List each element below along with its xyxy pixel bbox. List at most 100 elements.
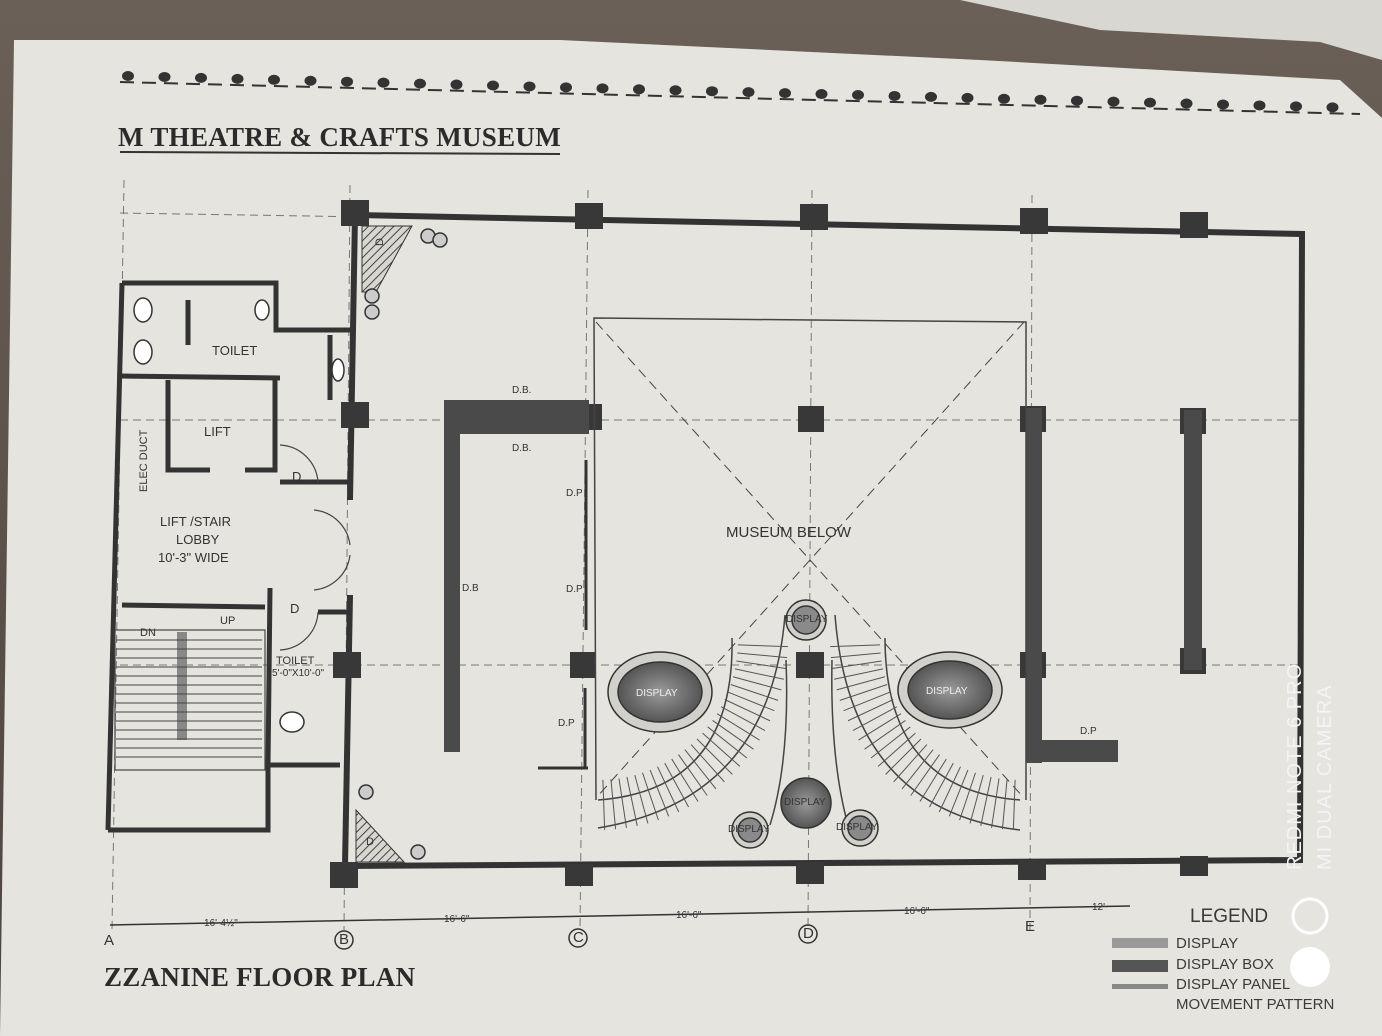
db-label-2: D.B. bbox=[512, 443, 532, 454]
back-sheet bbox=[960, 0, 1382, 60]
border-dot bbox=[669, 85, 682, 96]
ramp-tread bbox=[671, 758, 699, 802]
ramp-tread bbox=[836, 676, 886, 691]
museum-below-label: MUSEUM BELOW bbox=[726, 524, 852, 541]
ramp-tread bbox=[852, 706, 898, 731]
ramp-tread bbox=[980, 776, 992, 827]
ramp-tread bbox=[720, 706, 766, 731]
legend-swatches bbox=[1112, 938, 1168, 989]
border-dot bbox=[304, 75, 317, 86]
ramp-tread bbox=[938, 766, 961, 813]
border-dot bbox=[231, 73, 244, 84]
border-dot bbox=[1180, 98, 1193, 109]
border-dot bbox=[888, 90, 901, 101]
door-label-1: D bbox=[292, 469, 302, 484]
duct-label-top: D bbox=[374, 238, 386, 246]
border-dot bbox=[815, 89, 828, 100]
border-dot bbox=[779, 88, 791, 99]
ramp-tread bbox=[833, 668, 884, 680]
legend-item-display-box: DISPLAY BOX bbox=[1176, 956, 1274, 973]
title-underline bbox=[119, 151, 561, 155]
border-dot bbox=[1071, 95, 1083, 106]
grid-label-d: D bbox=[803, 925, 814, 942]
ramp-tread bbox=[969, 774, 984, 824]
border-dots bbox=[122, 71, 1339, 113]
ramp-tread bbox=[684, 749, 717, 790]
stair-lines bbox=[116, 639, 262, 758]
border-dot bbox=[268, 74, 280, 85]
border-dot bbox=[487, 80, 499, 91]
ramp-tread bbox=[959, 772, 976, 821]
ramp-tread bbox=[864, 720, 906, 750]
legend-item-display: DISPLAY bbox=[1176, 935, 1239, 952]
border-dot bbox=[158, 71, 171, 82]
stair-treads bbox=[114, 629, 266, 771]
border-dot bbox=[925, 91, 937, 102]
ramp-tread bbox=[991, 778, 1000, 828]
toilet-fixtures bbox=[133, 297, 345, 733]
duct-label-bottom: D bbox=[366, 836, 374, 848]
service-walls bbox=[105, 280, 350, 833]
ramp-tread bbox=[664, 762, 689, 808]
door-label-2: D bbox=[290, 601, 300, 616]
ramp-tread bbox=[634, 774, 649, 824]
display-label-1: DISPLAY bbox=[636, 688, 678, 699]
ramp-tread bbox=[830, 644, 881, 648]
ramp-treads bbox=[602, 644, 1016, 830]
border-dot bbox=[852, 90, 864, 100]
dimension-3: 16'-6" bbox=[676, 910, 702, 921]
ramp-tread bbox=[724, 699, 771, 722]
ramp-tread bbox=[707, 726, 748, 759]
ramp-tread bbox=[690, 744, 725, 783]
display-label-2: DISPLAY bbox=[926, 686, 968, 697]
ramp-tread bbox=[618, 778, 627, 828]
ramp-tread bbox=[910, 754, 940, 796]
room-label-toilet-2: TOILET bbox=[276, 655, 315, 667]
dimension-2: 16'-6" bbox=[444, 914, 470, 925]
border-dot bbox=[1326, 102, 1339, 113]
border-dot bbox=[961, 92, 974, 103]
display-boxes bbox=[444, 400, 1202, 763]
ramp-tread bbox=[712, 720, 754, 750]
ramp-tread bbox=[847, 699, 894, 722]
border-dot bbox=[1107, 96, 1120, 107]
ramp-tread bbox=[626, 776, 638, 827]
border-dot bbox=[742, 87, 755, 98]
border-dot bbox=[1253, 100, 1266, 111]
watermark-ring bbox=[1291, 897, 1329, 935]
dimension-1: 16'-4½" bbox=[204, 918, 238, 929]
display-label-6: DISPLAY bbox=[836, 822, 878, 833]
ramp-tread bbox=[702, 732, 741, 767]
sheet-title: M THEATRE & CRAFTS MUSEUM bbox=[118, 122, 562, 152]
ramp-tread bbox=[736, 660, 786, 669]
ramp-tread bbox=[730, 684, 779, 701]
border-dot bbox=[523, 81, 536, 92]
room-label-lift: LIFT bbox=[204, 424, 231, 439]
ramp-tread bbox=[893, 744, 928, 783]
border-dot bbox=[377, 77, 390, 88]
ramp-tread bbox=[657, 766, 680, 813]
room-label-toilet: TOILET bbox=[212, 343, 258, 358]
ramp-tread bbox=[877, 732, 916, 767]
dp-label-2: D.P bbox=[566, 584, 583, 595]
ramp-tread bbox=[929, 762, 954, 808]
ramp-tread bbox=[610, 779, 617, 830]
display-label-5: DISPLAY bbox=[728, 824, 770, 835]
camera-watermark-line2: MI DUAL CAMERA bbox=[1314, 684, 1336, 870]
dimension-4: 16'-6" bbox=[904, 906, 930, 917]
border-dot bbox=[450, 79, 463, 90]
display-panels bbox=[538, 460, 588, 770]
ramp-tread bbox=[649, 769, 670, 817]
border-dot bbox=[195, 72, 207, 83]
border-dot bbox=[706, 86, 718, 97]
ramp-tread bbox=[830, 652, 881, 659]
grid-label-a: A bbox=[104, 932, 115, 949]
ramp-tread bbox=[919, 758, 947, 802]
display-units bbox=[607, 599, 1003, 849]
legend-item-display-panel: DISPLAY PANEL bbox=[1176, 976, 1291, 993]
dimension-5: 12' bbox=[1092, 902, 1106, 913]
stair-label-up: UP bbox=[220, 615, 236, 627]
dp-label-3: D.P bbox=[558, 718, 575, 729]
